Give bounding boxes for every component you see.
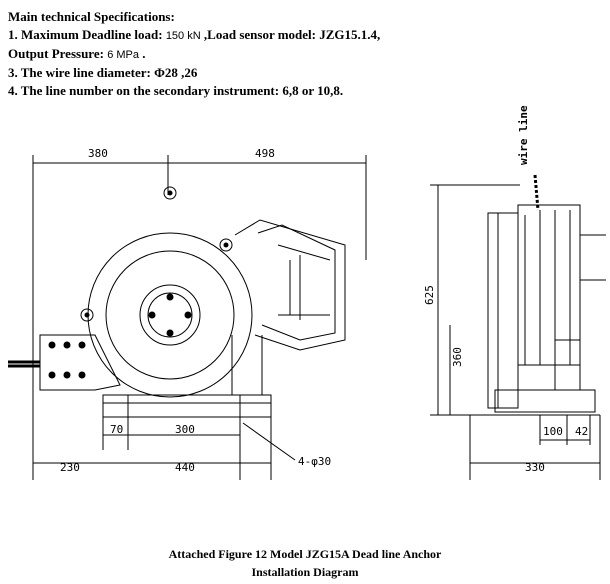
caption-line-1: Attached Figure 12 Model JZG15A Dead lin… — [168, 547, 442, 561]
spec-item-3: 3. The wire line diameter: Φ28 ,26 — [8, 65, 198, 80]
spec-item-1b: Output Pressure: 6 MPa . — [8, 45, 568, 64]
technical-specifications: Main technical Specifications: 1. Maximu… — [8, 8, 568, 100]
spec-1-suffix: ,Load sensor model: JZG15.1.4, — [203, 27, 381, 42]
spec-1b-suffix: . — [142, 46, 146, 61]
installation-diagram: 380 498 70 300 230 440 4-φ30 625 360 100… — [8, 105, 606, 480]
dim-625-label: 625 — [423, 285, 436, 305]
dim-230-label: 230 — [60, 461, 80, 474]
dim-bolt-label: 4-φ30 — [298, 455, 331, 468]
dim-330-label: 330 — [525, 461, 545, 474]
spec-1-prefix: 1. Maximum Deadline load: — [8, 27, 163, 42]
specs-heading: Main technical Specifications: — [8, 9, 175, 24]
spec-1b-prefix: Output Pressure: — [8, 46, 104, 61]
dim-100-label: 100 — [543, 425, 563, 438]
dim-498-label: 498 — [255, 147, 275, 160]
spec-1-load-value: 150 kN — [165, 30, 201, 42]
dim-360-label: 360 — [451, 347, 464, 367]
spec-1b-pressure-value: 6 MPa — [107, 49, 139, 61]
spec-item-4: 4. The line number on the secondary inst… — [8, 83, 344, 98]
dim-42-label: 42 — [575, 425, 588, 438]
dim-300-label: 300 — [175, 423, 195, 436]
dim-440-label: 440 — [175, 461, 195, 474]
wire-line-label: wire line — [517, 105, 530, 165]
dim-70-label: 70 — [110, 423, 123, 436]
caption-line-2: Installation Diagram — [251, 565, 359, 579]
spec-item-1: 1. Maximum Deadline load: 150 kN ,Load s… — [8, 26, 568, 45]
dim-380-label: 380 — [88, 147, 108, 160]
